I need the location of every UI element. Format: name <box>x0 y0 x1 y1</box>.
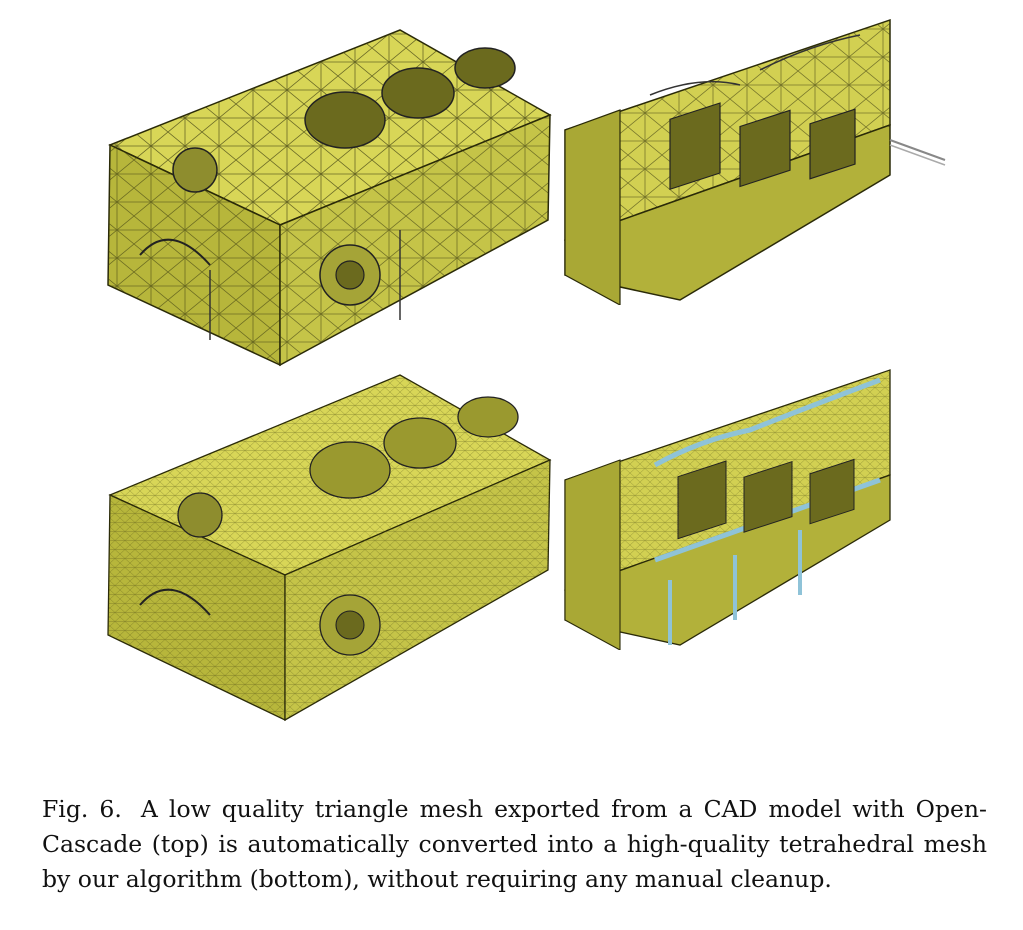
caption-text: A low quality triangle mesh exported fro… <box>42 795 987 893</box>
figure <box>100 15 960 725</box>
engine-block-input-mesh-cut-image <box>560 15 960 305</box>
engine-block-input-mesh-image <box>100 20 560 370</box>
figure-label: Fig. 6. <box>42 795 122 823</box>
engine-block-output-tetmesh-image <box>100 365 560 725</box>
engine-block-output-tetmesh-cut-image <box>560 365 905 650</box>
figure-caption: Fig. 6. A low quality triangle mesh expo… <box>42 792 987 897</box>
